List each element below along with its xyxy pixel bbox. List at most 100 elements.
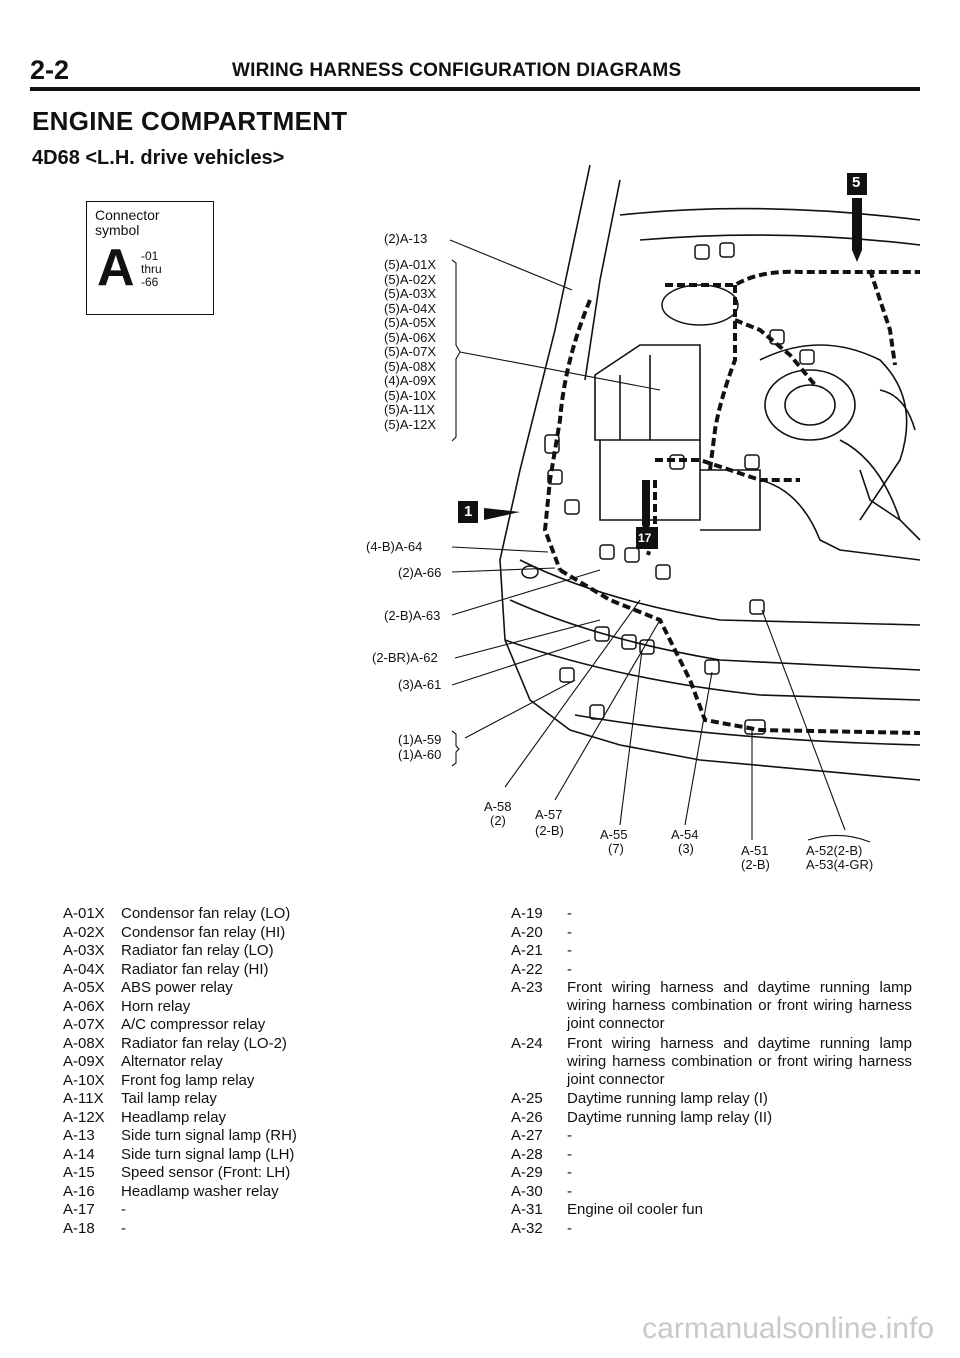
relay-connector-label: (5)A-03X xyxy=(384,286,437,301)
engine-compartment-illustration xyxy=(449,164,921,843)
legend-code: A-05X xyxy=(63,979,105,996)
legend-description: Horn relay xyxy=(121,997,191,1015)
legend-description: Radiator fan relay (LO) xyxy=(121,942,274,959)
label-a53: A-53(4-GR) xyxy=(806,857,874,872)
legend-row: A-07X A/C compressor relay xyxy=(63,1016,363,1034)
legend-row: A-02X Condensor fan relay (HI) xyxy=(63,924,363,942)
relay-connector-label: (5)A-05X xyxy=(384,315,437,330)
relay-connector-label: (5)A-07X xyxy=(384,344,437,359)
legend-description: - xyxy=(567,1145,572,1163)
legend-row: A-18- xyxy=(63,1220,363,1238)
legend-description: ABS power relay xyxy=(121,979,233,996)
label-a52: A-52(2-B) xyxy=(806,843,863,858)
badge-5-label: 5 xyxy=(852,174,861,191)
legend-code: A-02X xyxy=(63,923,105,941)
legend-code: A-01X xyxy=(63,905,105,922)
legend-description: - xyxy=(567,1164,572,1181)
legend-description: - xyxy=(567,905,572,922)
connector-symbol-label-1: Connector xyxy=(95,207,160,223)
legend-code: A-21 xyxy=(511,942,543,959)
legend-description: Side turn signal lamp (RH) xyxy=(121,1127,297,1144)
legend-description: Alternator relay xyxy=(121,1053,223,1070)
legend-row: A-04X Radiator fan relay (HI) xyxy=(63,961,363,979)
label-a64: (4-B)A-64 xyxy=(366,539,423,554)
legend-description: Side turn signal lamp (LH) xyxy=(121,1145,295,1163)
legend-code: A-12X xyxy=(63,1108,105,1126)
connector-range-word: thru xyxy=(141,262,162,276)
legend-row: A-05X ABS power relay xyxy=(63,979,363,997)
legend-code: A-28 xyxy=(511,1145,543,1163)
legend-row: A-03X Radiator fan relay (LO) xyxy=(63,942,363,960)
relay-connector-label: (5)A-02X xyxy=(384,271,437,287)
label-a62: (2-BR)A-62 xyxy=(372,650,438,665)
legend-code: A-07X xyxy=(63,1016,105,1033)
label-a57-qty: (2-B) xyxy=(535,823,564,838)
relay-connector-label: (5)A-04X xyxy=(384,300,437,316)
label-a13: (2)A-13 xyxy=(384,231,428,246)
legend-code: A-10X xyxy=(63,1071,105,1089)
label-a66: (2)A-66 xyxy=(398,565,442,580)
relay-connector-label: (5)A-01X xyxy=(384,257,437,272)
connector-symbol-box: Connector symbol A -01 thru -66 xyxy=(86,201,214,315)
legend-code: A-26 xyxy=(511,1108,543,1126)
legend-code: A-31 xyxy=(511,1201,543,1218)
relay-connector-label: (5)A-06X xyxy=(384,329,437,345)
legend-description: Condensor fan relay (HI) xyxy=(121,923,286,941)
legend-description: - xyxy=(567,1219,572,1237)
badge-17 xyxy=(636,527,658,549)
legend-description: Radiator fan relay (LO-2) xyxy=(121,1034,287,1052)
legend-code: A-03X xyxy=(63,942,105,959)
legend-code: A-11X xyxy=(63,1090,104,1107)
section-title: ENGINE COMPARTMENT xyxy=(32,106,348,136)
legend-description: - xyxy=(121,1201,126,1218)
label-a55-qty: (7) xyxy=(608,841,624,856)
label-a58-qty: (2) xyxy=(490,813,506,828)
legend-code: A-25 xyxy=(511,1090,543,1107)
label-a60: (1)A-60 xyxy=(398,747,442,762)
label-a59: (1)A-59 xyxy=(398,732,442,747)
legend-code: A-04X xyxy=(63,960,105,978)
legend-description: Headlamp washer relay xyxy=(121,1182,279,1200)
header-title: WIRING HARNESS CONFIGURATION DIAGRAMS xyxy=(232,60,682,81)
legend-description: - xyxy=(567,960,572,978)
badge-1-label: 1 xyxy=(464,503,473,520)
legend-description: - xyxy=(567,1127,572,1144)
badge-1 xyxy=(458,501,478,523)
badge-5 xyxy=(847,173,867,195)
legend-description: - xyxy=(567,1182,572,1200)
watermark: carmanualsonline.info xyxy=(642,1312,934,1345)
legend-description: Front wiring harness and daytime running… xyxy=(567,979,912,1032)
legend-code: A-19 xyxy=(511,905,543,922)
legend-description: Engine oil cooler fun xyxy=(567,1201,703,1218)
legend-row: A-16 Headlamp washer relay xyxy=(63,1183,363,1201)
legend-code: A-09X xyxy=(63,1053,105,1070)
legend-description: Daytime running lamp relay (II) xyxy=(567,1108,773,1126)
page-number: 2-2 xyxy=(30,55,70,85)
relay-connector-label: (5)A-12X xyxy=(384,416,437,432)
legend-code: A-27 xyxy=(511,1127,543,1144)
label-a51-qty: (2-B) xyxy=(741,857,770,872)
legend-code: A-29 xyxy=(511,1164,543,1181)
legend-code: A-22 xyxy=(511,960,543,978)
label-a54-qty: (3) xyxy=(678,841,694,856)
label-a54: A-54 xyxy=(671,827,699,842)
legend-code: A-16 xyxy=(63,1182,95,1200)
label-a58: A-58 xyxy=(484,799,512,814)
legend-description: Front fog lamp relay xyxy=(121,1071,255,1089)
legend-row: A-17- xyxy=(63,1201,363,1219)
legend-description: A/C compressor relay xyxy=(121,1016,266,1033)
legend-description: Radiator fan relay (HI) xyxy=(121,960,269,978)
relay-connector-label: (5)A-11X xyxy=(384,402,436,417)
relay-connector-label: (4)A-09X xyxy=(384,373,437,388)
legend-description: - xyxy=(567,942,572,959)
legend-code: A-06X xyxy=(63,997,105,1015)
legend-code: A-20 xyxy=(511,923,543,941)
legend-row: A-09X Alternator relay xyxy=(63,1053,363,1071)
